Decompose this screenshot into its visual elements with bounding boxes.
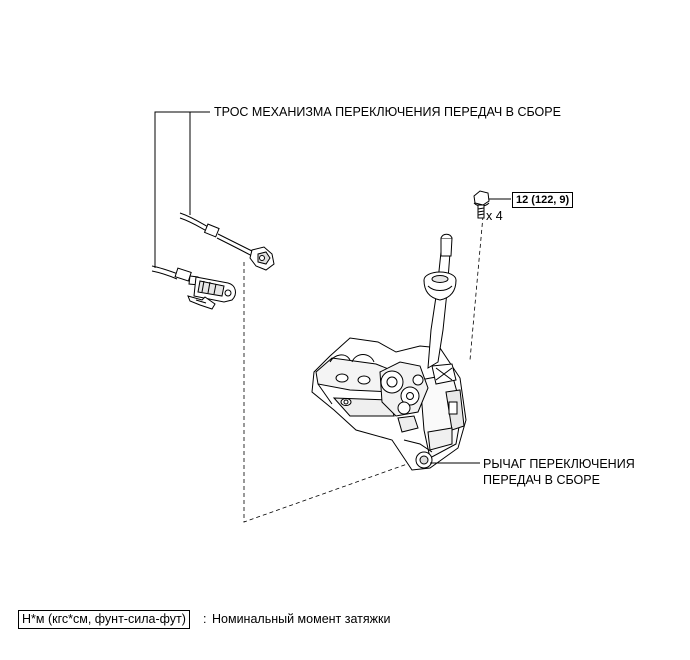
legend-units-box: Н*м (кгс*см, фунт-сила-фут) xyxy=(18,610,190,629)
upper-cable xyxy=(179,212,275,271)
alignment-dashed-lines xyxy=(243,215,484,523)
lower-cable xyxy=(151,265,236,310)
bolt-quantity-label: x 4 xyxy=(486,209,503,223)
legend-separator: : xyxy=(203,612,207,626)
legend-description: Номинальный момент затяжки xyxy=(212,612,391,626)
cable-leader-lines xyxy=(154,111,210,268)
bolt xyxy=(473,190,511,219)
shift-lever-assembly xyxy=(311,233,467,471)
torque-value-box: 12 (122, 9) xyxy=(512,192,574,208)
shift-lever-label-line2: ПЕРЕДАЧ В СБОРЕ xyxy=(483,473,600,487)
shift-lever-label-line1: РЫЧАГ ПЕРЕКЛЮЧЕНИЯ xyxy=(483,457,635,471)
cable-assembly-label: ТРОС МЕХАНИЗМА ПЕРЕКЛЮЧЕНИЯ ПЕРЕДАЧ В СБ… xyxy=(214,105,561,119)
